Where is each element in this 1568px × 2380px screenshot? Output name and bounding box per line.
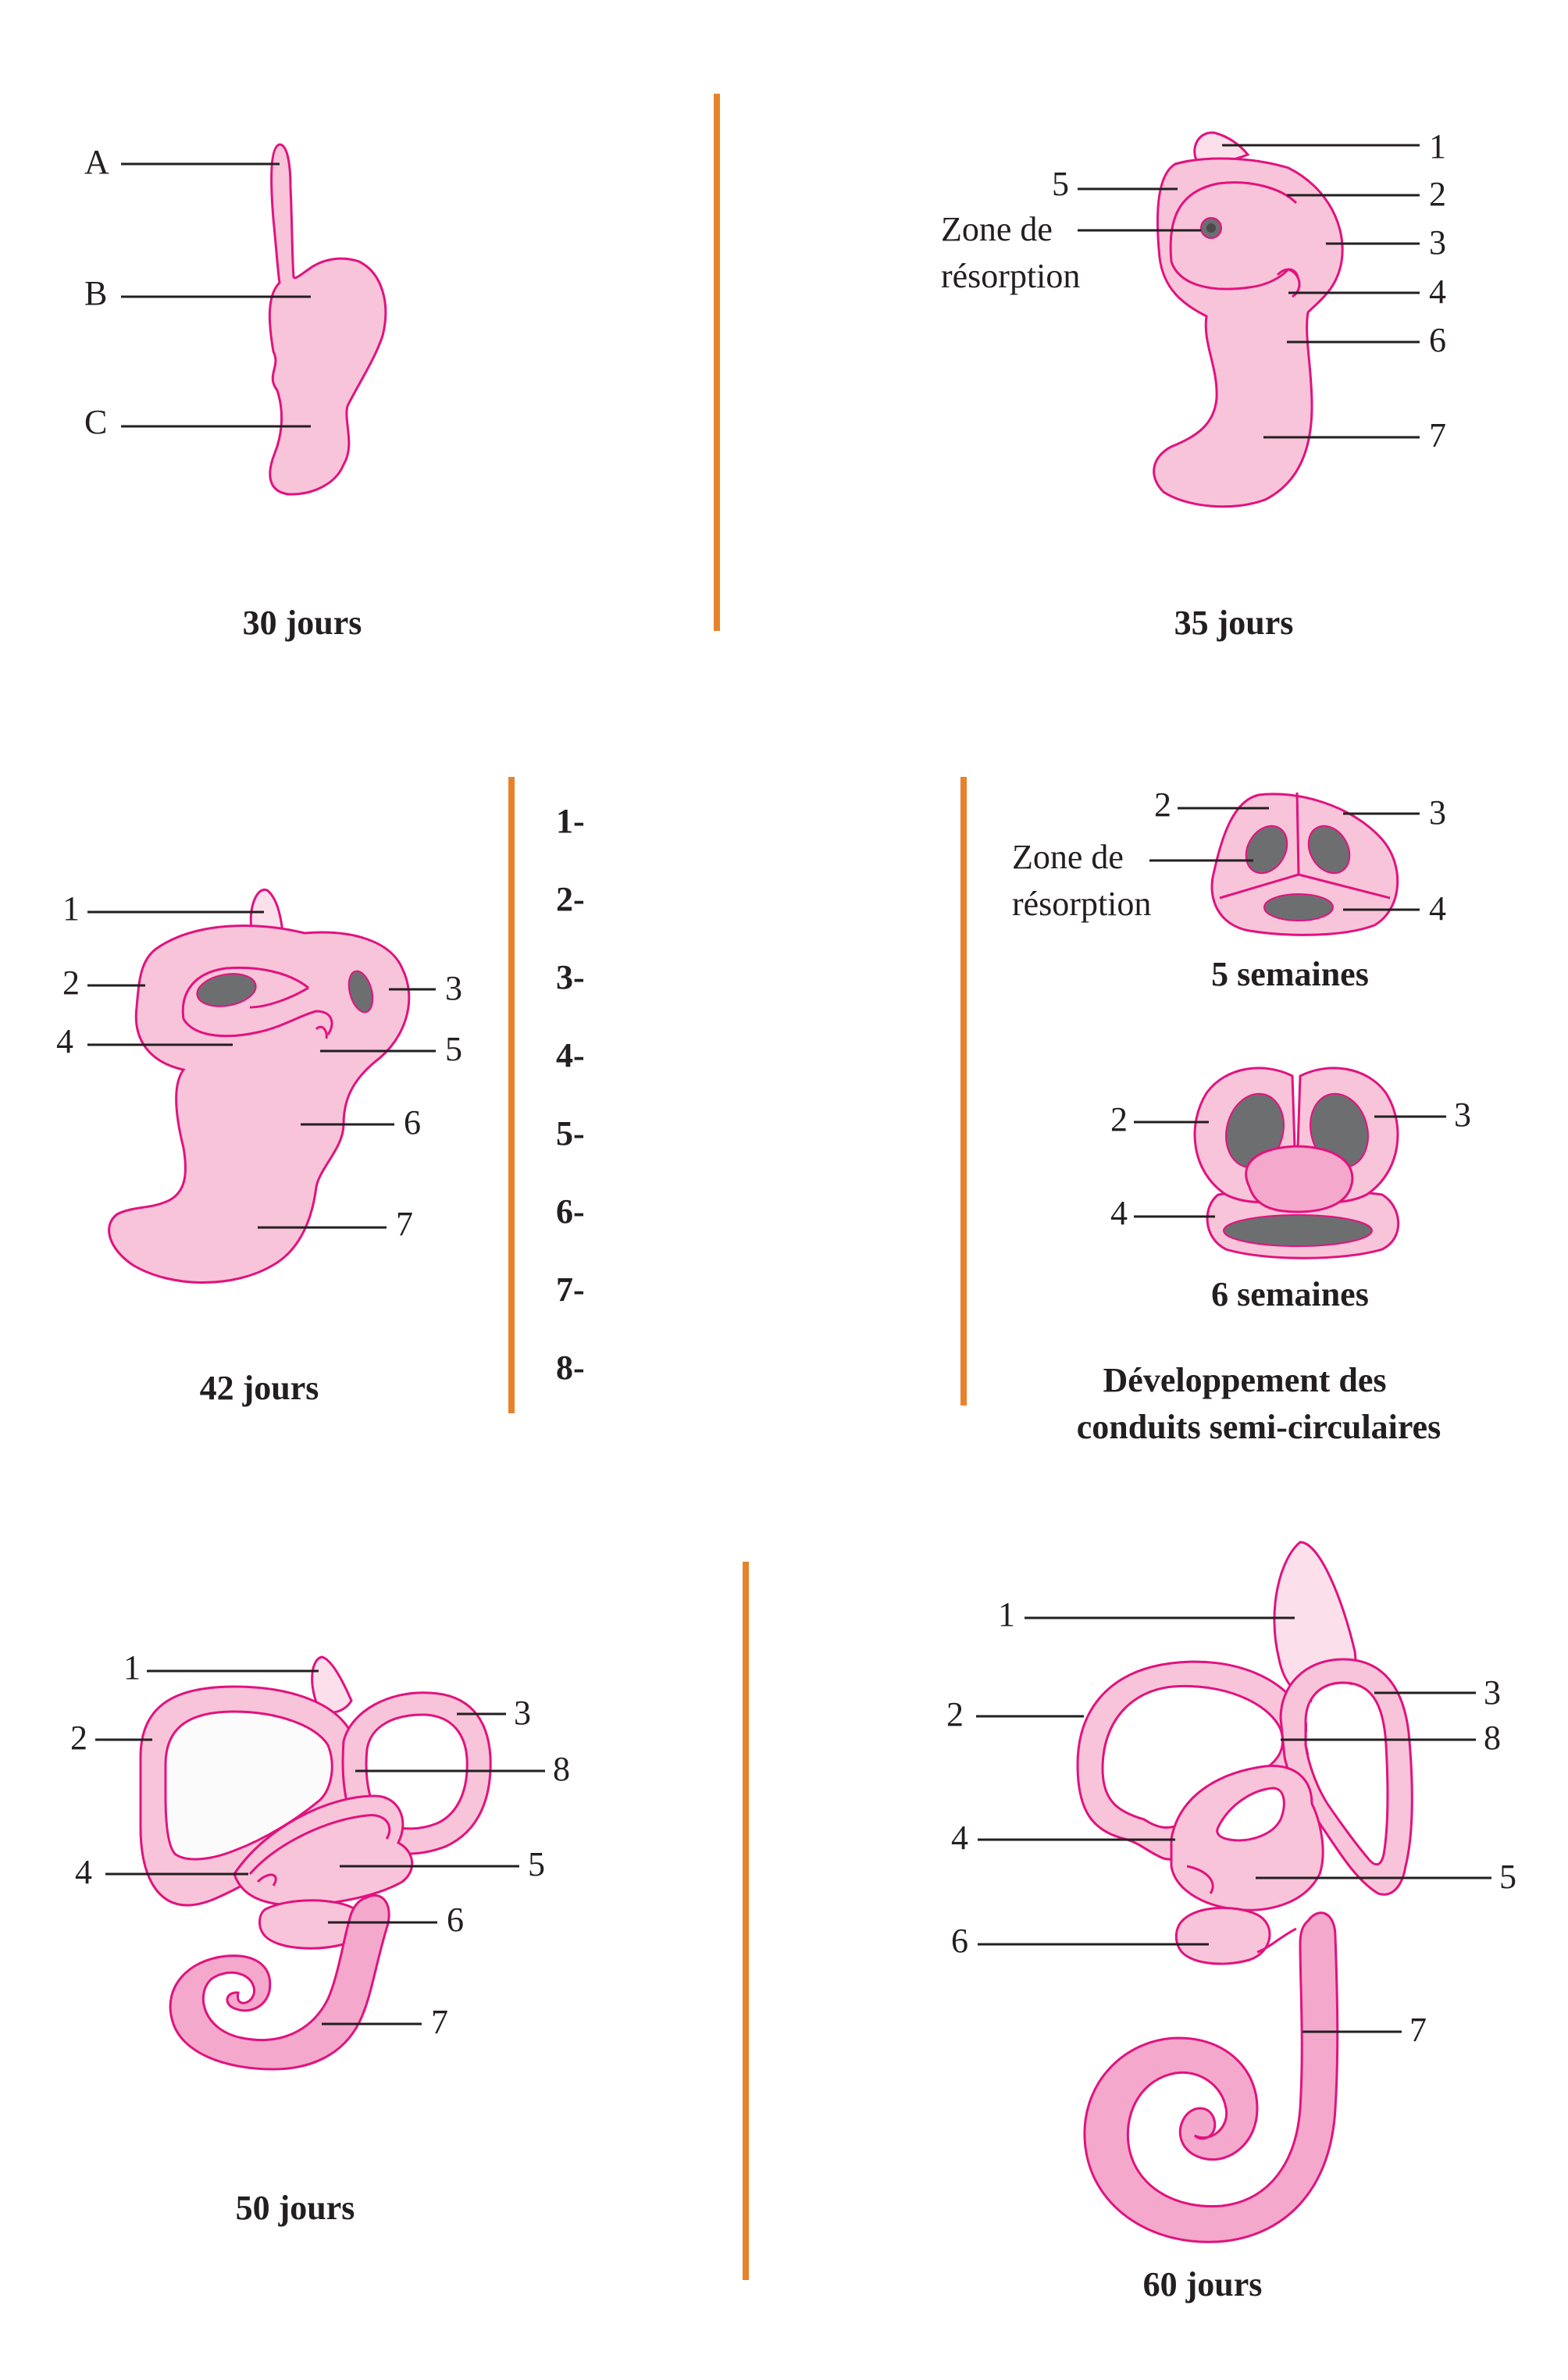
otic-vesicle-30 xyxy=(268,143,387,496)
caption-50-jours: 50 jours xyxy=(236,2189,355,2227)
label-42-1: 1 xyxy=(62,889,80,928)
posterior-canal-60 xyxy=(1279,1658,1413,1896)
canal-6-weeks-hole-4 xyxy=(1223,1214,1373,1247)
label-60-1: 1 xyxy=(998,1595,1015,1634)
label-c: C xyxy=(84,403,107,441)
lateral-canal-hole-60 xyxy=(1216,1787,1285,1842)
canals-development: 2 3 Zone de résorption 4 5 semaines 2 3 … xyxy=(1012,786,1471,1446)
label-a: A xyxy=(84,143,109,181)
saccule-60 xyxy=(1174,1906,1271,1965)
caption-60-jours: 60 jours xyxy=(1143,2265,1263,2303)
label-50-3: 3 xyxy=(514,1694,531,1732)
label-42-2: 2 xyxy=(62,964,80,1002)
label-35-6: 6 xyxy=(1429,321,1446,359)
canal-outline-42 xyxy=(181,966,333,1038)
label-60-3: 3 xyxy=(1484,1673,1501,1712)
label-35-1: 1 xyxy=(1429,127,1446,166)
caption-35-jours: 35 jours xyxy=(1174,604,1294,642)
cochlea-50 xyxy=(169,1894,390,2071)
label-42-3: 3 xyxy=(445,969,462,1007)
answer-list: 1- 2- 3- 4- 5- 6- 7- 8- xyxy=(556,802,585,1387)
panel-30-jours: A B C 30 jours xyxy=(84,143,387,642)
caption-30-jours: 30 jours xyxy=(243,604,362,642)
cochlea-60 xyxy=(1083,1911,1339,2243)
otic-vesicle-35 xyxy=(1153,157,1344,508)
label-60-7: 7 xyxy=(1409,2011,1427,2049)
label-60-5: 5 xyxy=(1499,1858,1516,1896)
panel-35-jours: 5 Zone de résorption 1 2 3 4 6 7 35 jour… xyxy=(941,127,1446,642)
resorption-zone-42-left xyxy=(196,973,257,1007)
label-50-8: 8 xyxy=(553,1750,570,1788)
answer-item-6: 6- xyxy=(556,1192,585,1231)
resorption-label-35-line2: résorption xyxy=(941,257,1080,295)
label-42-6: 6 xyxy=(404,1103,421,1142)
canals-6w-label-3: 3 xyxy=(1454,1096,1471,1134)
label-60-2: 2 xyxy=(946,1695,964,1733)
label-42-7: 7 xyxy=(396,1205,413,1243)
canals-title-line1: Développement des xyxy=(1103,1361,1387,1399)
label-60-8: 8 xyxy=(1484,1719,1501,1757)
label-60-4: 4 xyxy=(951,1819,968,1857)
panel-42-jours: 1 2 4 3 5 6 7 42 jours xyxy=(56,888,462,1407)
label-42-5: 5 xyxy=(445,1030,462,1068)
canals-resorption-line2: résorption xyxy=(1012,885,1151,923)
canal-outline-35 xyxy=(1169,181,1301,298)
canals-6w-label-4: 4 xyxy=(1110,1194,1128,1232)
canal-5-weeks-hole-3 xyxy=(1307,825,1351,875)
label-b: B xyxy=(84,274,107,312)
label-35-7: 7 xyxy=(1429,416,1446,454)
canals-resorption-line1: Zone de xyxy=(1012,838,1124,876)
label-60-6: 6 xyxy=(951,1922,968,1960)
caption-5-semaines: 5 semaines xyxy=(1211,955,1369,993)
canals-6w-label-2: 2 xyxy=(1110,1100,1128,1138)
label-50-4: 4 xyxy=(75,1853,92,1891)
answer-item-5: 5- xyxy=(556,1114,585,1153)
caption-6-semaines: 6 semaines xyxy=(1211,1275,1369,1313)
label-35-4: 4 xyxy=(1429,273,1446,311)
caption-42-jours: 42 jours xyxy=(200,1369,319,1407)
panel-60-jours: 1 2 3 8 4 5 6 7 60 jours xyxy=(946,1541,1516,2303)
answer-item-8: 8- xyxy=(556,1349,585,1387)
panel-50-jours: 1 2 3 8 4 5 6 7 50 jours xyxy=(70,1648,570,2227)
answer-item-7: 7- xyxy=(556,1270,585,1309)
canal-6-weeks-center xyxy=(1245,1145,1354,1213)
label-50-2: 2 xyxy=(70,1719,87,1757)
canal-5-weeks-hole-2 xyxy=(1245,825,1288,875)
answer-item-3: 3- xyxy=(556,958,585,996)
resorption-label-35-line1: Zone de xyxy=(941,210,1053,248)
answer-item-1: 1- xyxy=(556,802,585,840)
canals-5w-label-3: 3 xyxy=(1429,793,1446,832)
canal-5-weeks-hole-4 xyxy=(1263,893,1334,921)
label-50-1: 1 xyxy=(123,1648,141,1687)
canals-5w-label-4: 4 xyxy=(1429,889,1446,928)
label-50-7: 7 xyxy=(431,2003,448,2041)
label-50-6: 6 xyxy=(447,1901,464,1939)
answer-item-4: 4- xyxy=(556,1036,585,1074)
answer-item-2: 2- xyxy=(556,880,585,918)
label-35-5: 5 xyxy=(1052,165,1069,203)
canals-5w-label-2: 2 xyxy=(1154,786,1171,824)
canal-6-weeks-hole-2 xyxy=(1225,1092,1285,1169)
label-35-2: 2 xyxy=(1429,175,1446,213)
label-35-3: 3 xyxy=(1429,223,1446,262)
canals-title-line2: conduits semi-circulaires xyxy=(1077,1408,1441,1446)
resorption-zone-42-right xyxy=(347,970,374,1014)
label-42-4: 4 xyxy=(56,1022,73,1060)
label-50-5: 5 xyxy=(528,1845,545,1883)
canal-5-weeks xyxy=(1210,793,1399,936)
